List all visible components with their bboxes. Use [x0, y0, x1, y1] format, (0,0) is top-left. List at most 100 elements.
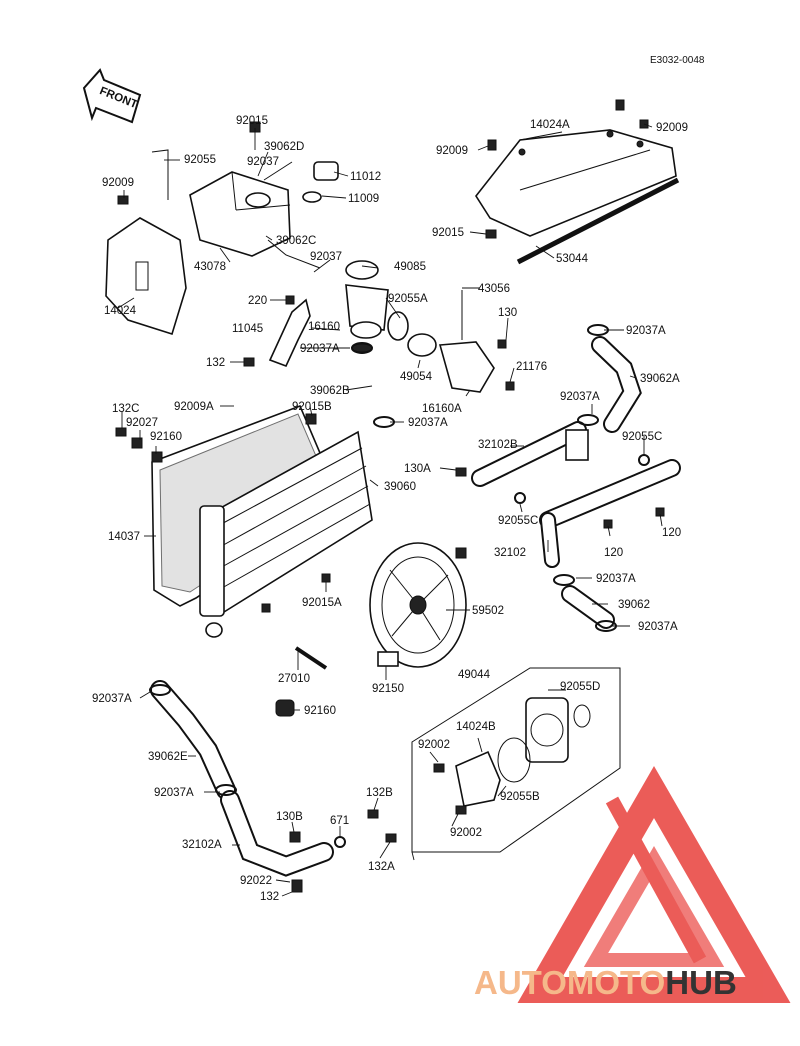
- label-92037A-r4: 92037A: [596, 573, 636, 585]
- hose-92055: [151, 149, 169, 200]
- label-21176: 21176: [516, 361, 547, 373]
- label-14024: 14024: [104, 305, 137, 317]
- label-11045: 11045: [232, 323, 263, 335]
- pipe-32102A: [220, 790, 334, 877]
- label-220: 220: [248, 295, 267, 307]
- label-132-bottom: 132: [260, 891, 279, 903]
- label-39060: 39060: [384, 481, 416, 493]
- label-92037A-r1: 92037A: [626, 325, 666, 337]
- radiator: [151, 404, 373, 638]
- label-39062A: 39062A: [640, 373, 680, 385]
- label-92055B: 92055B: [500, 791, 540, 803]
- label-130B: 130B: [276, 811, 303, 823]
- label-92015: 92015: [236, 115, 268, 127]
- bracket-11045: [268, 298, 311, 368]
- label-132B: 132B: [366, 787, 393, 799]
- grommet-92160: [275, 699, 295, 717]
- label-59502: 59502: [472, 605, 504, 617]
- label-92055C-b: 92055C: [498, 515, 538, 527]
- pipe-32102: [539, 459, 681, 568]
- cooling-fan: [369, 542, 467, 668]
- label-27010: 27010: [278, 673, 310, 685]
- label-92009-right: 92009: [656, 122, 688, 134]
- thermostat-housing: [438, 341, 495, 393]
- watermark-part1: AUTOMOTO: [474, 964, 665, 1001]
- label-39062: 39062: [618, 599, 650, 611]
- label-32102B: 32102B: [478, 439, 518, 451]
- hose-39062A: [591, 336, 642, 433]
- label-92009A: 92009A: [174, 401, 214, 413]
- label-92015A: 92015A: [302, 597, 342, 609]
- figure-code: E3032-0048: [650, 55, 705, 66]
- label-92055: 92055: [184, 154, 216, 166]
- label-92015B: 92015B: [292, 401, 332, 413]
- label-16160: 16160: [308, 321, 340, 333]
- hose-39062: [561, 585, 615, 629]
- hose-39062C: [267, 239, 321, 269]
- label-39062B: 39062B: [310, 385, 350, 397]
- label-49054: 49054: [400, 371, 433, 383]
- label-43056: 43056: [478, 283, 510, 295]
- label-92022: 92022: [240, 875, 272, 887]
- label-92015-cover: 92015: [432, 227, 464, 239]
- label-92055C: 92055C: [622, 431, 662, 443]
- clamp-icon: [149, 324, 650, 848]
- label-11012: 11012: [350, 171, 381, 183]
- temp-sensor: [294, 646, 328, 670]
- label-92150: 92150: [372, 683, 404, 695]
- label-92037A: 92037A: [300, 343, 340, 355]
- radiator-cover: [475, 129, 680, 265]
- label-32102: 32102: [494, 547, 526, 559]
- label-120-b: 120: [604, 547, 623, 559]
- thermostat: [407, 333, 437, 357]
- label-49085: 49085: [394, 261, 426, 273]
- label-32102A: 32102A: [182, 839, 222, 851]
- label-130A: 130A: [404, 463, 431, 475]
- label-92037: 92037: [310, 251, 342, 263]
- label-92037: 92037: [247, 156, 279, 168]
- label-39062C: 39062C: [276, 235, 316, 247]
- label-92160-b: 92160: [304, 705, 336, 717]
- reservoir-cover: [105, 217, 187, 336]
- label-11009: 11009: [348, 193, 379, 205]
- watermark-part2: HUB: [665, 964, 737, 1001]
- watermark-text: AUTOMOTOHUB: [474, 964, 737, 1001]
- label-132C: 132C: [112, 403, 140, 415]
- pipe-32102B: [471, 421, 589, 487]
- label-132: 132: [206, 357, 225, 369]
- label-92002-a: 92002: [418, 739, 450, 751]
- label-92009-cover: 92009: [436, 145, 468, 157]
- filler-neck: [345, 260, 409, 353]
- watermark-logo-icon: [517, 765, 791, 1003]
- label-92037A-r3: 92037A: [408, 417, 448, 429]
- label-14024A: 14024A: [530, 119, 570, 131]
- hose-39062E: [150, 680, 236, 800]
- label-43078: 43078: [194, 261, 226, 273]
- reservoir-cap: [302, 161, 339, 203]
- label-132A: 132A: [368, 861, 395, 873]
- label-92037A-b1: 92037A: [92, 693, 132, 705]
- water-pump: [411, 667, 621, 853]
- label-92037A-r2: 92037A: [560, 391, 600, 403]
- label-53044: 53044: [556, 253, 589, 265]
- reservoir-tank: [189, 171, 291, 257]
- label-671: 671: [330, 815, 349, 827]
- label-92037A-r5: 92037A: [638, 621, 678, 633]
- label-39062E: 39062E: [148, 751, 188, 763]
- label-49044: 49044: [458, 669, 491, 681]
- label-16160A: 16160A: [422, 403, 462, 415]
- label-92160: 92160: [150, 431, 182, 443]
- label-92009: 92009: [102, 177, 134, 189]
- label-92027: 92027: [126, 417, 158, 429]
- label-130: 130: [498, 307, 517, 319]
- label-14024B: 14024B: [456, 721, 496, 733]
- leader-lines: [117, 123, 663, 897]
- label-92055D: 92055D: [560, 681, 600, 693]
- label-14037: 14037: [108, 531, 140, 543]
- label-92002-b: 92002: [450, 827, 482, 839]
- label-39062D: 39062D: [264, 141, 304, 153]
- front-arrow-icon: FRONT: [82, 68, 142, 124]
- part-labels: 92015 92055 39062D 92037 11012 92009 110…: [92, 115, 688, 903]
- label-92037A-b2: 92037A: [154, 787, 194, 799]
